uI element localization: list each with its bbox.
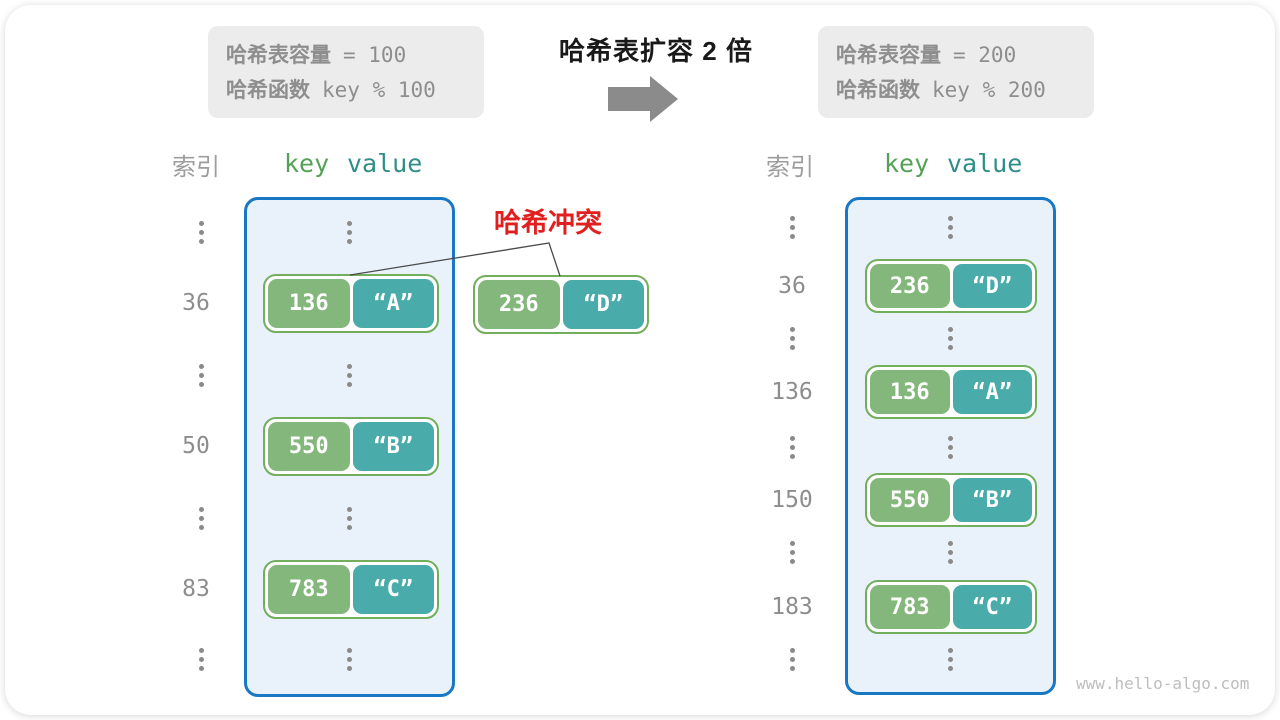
vertical-ellipsis-icon <box>347 221 352 244</box>
collision-kv-pair: 236 “D” <box>473 275 649 334</box>
left-key-header: key <box>284 149 330 178</box>
capacity-value: = 100 <box>343 43 407 67</box>
vertical-ellipsis-icon <box>948 541 953 564</box>
collision-label: 哈希冲突 <box>494 208 602 238</box>
vertical-ellipsis-icon <box>199 648 204 671</box>
left-value-header: value <box>347 149 423 178</box>
right-arrow-icon <box>608 87 650 111</box>
right-index-header: 索引 <box>766 154 814 181</box>
capacity-line: 哈希表容量 = 200 <box>836 38 1094 73</box>
index-label: 36 <box>182 290 210 316</box>
kv-pair: 550 “B” <box>865 473 1037 527</box>
capacity-label: 哈希表容量 <box>836 44 941 67</box>
key-cell: 550 <box>870 478 950 522</box>
key-cell: 550 <box>268 422 350 471</box>
index-label: 50 <box>182 433 210 459</box>
right-value-header: value <box>947 149 1023 178</box>
key-cell: 783 <box>870 585 950 629</box>
kv-pair: 783 “C” <box>263 560 439 619</box>
vertical-ellipsis-icon <box>347 364 352 387</box>
vertical-ellipsis-icon <box>948 648 953 671</box>
vertical-ellipsis-icon <box>790 648 795 671</box>
vertical-ellipsis-icon <box>790 327 795 350</box>
vertical-ellipsis-icon <box>347 648 352 671</box>
value-cell: “B” <box>952 478 1032 522</box>
value-cell: “A” <box>952 370 1032 414</box>
value-cell: “D” <box>952 264 1032 308</box>
diagram-title: 哈希表扩容 2 倍 <box>559 36 753 66</box>
kv-pair: 136 “A” <box>263 274 439 333</box>
value-cell: “A” <box>352 279 434 328</box>
capacity-value: = 200 <box>953 43 1017 67</box>
diagram-card <box>5 5 1275 715</box>
key-cell: 236 <box>478 280 560 329</box>
value-cell: “D” <box>562 280 644 329</box>
vertical-ellipsis-icon <box>790 436 795 459</box>
key-cell: 783 <box>268 565 350 614</box>
index-label: 150 <box>771 487 813 513</box>
index-label: 136 <box>771 379 813 405</box>
right-arrow-icon-head <box>650 76 678 122</box>
vertical-ellipsis-icon <box>347 507 352 530</box>
hash-function-label: 哈希函数 <box>226 79 310 102</box>
right-key-header: key <box>884 149 930 178</box>
vertical-ellipsis-icon <box>948 327 953 350</box>
left-index-header: 索引 <box>172 154 220 181</box>
capacity-label: 哈希表容量 <box>226 44 331 67</box>
vertical-ellipsis-icon <box>199 364 204 387</box>
hash-function-value: key % 100 <box>322 78 436 102</box>
value-cell: “C” <box>352 565 434 614</box>
key-cell: 136 <box>268 279 350 328</box>
index-label: 183 <box>771 594 813 620</box>
vertical-ellipsis-icon <box>790 541 795 564</box>
key-cell: 236 <box>870 264 950 308</box>
vertical-ellipsis-icon <box>199 221 204 244</box>
index-label: 83 <box>182 576 210 602</box>
key-cell: 136 <box>870 370 950 414</box>
capacity-line: 哈希表容量 = 100 <box>226 38 484 73</box>
capacity-box-before: 哈希表容量 = 100 哈希函数 key % 100 <box>208 26 484 118</box>
kv-pair: 783 “C” <box>865 580 1037 634</box>
value-cell: “B” <box>352 422 434 471</box>
kv-pair: 236 “D” <box>865 259 1037 313</box>
hash-function-line: 哈希函数 key % 200 <box>836 73 1094 108</box>
watermark: www.hello-algo.com <box>1076 674 1250 693</box>
index-label: 36 <box>778 273 806 299</box>
vertical-ellipsis-icon <box>948 216 953 239</box>
hash-function-line: 哈希函数 key % 100 <box>226 73 484 108</box>
capacity-box-after: 哈希表容量 = 200 哈希函数 key % 200 <box>818 26 1094 118</box>
value-cell: “C” <box>952 585 1032 629</box>
vertical-ellipsis-icon <box>948 436 953 459</box>
vertical-ellipsis-icon <box>199 507 204 530</box>
kv-pair: 550 “B” <box>263 417 439 476</box>
hash-function-value: key % 200 <box>932 78 1046 102</box>
vertical-ellipsis-icon <box>790 216 795 239</box>
kv-pair: 136 “A” <box>865 365 1037 419</box>
hash-function-label: 哈希函数 <box>836 79 920 102</box>
